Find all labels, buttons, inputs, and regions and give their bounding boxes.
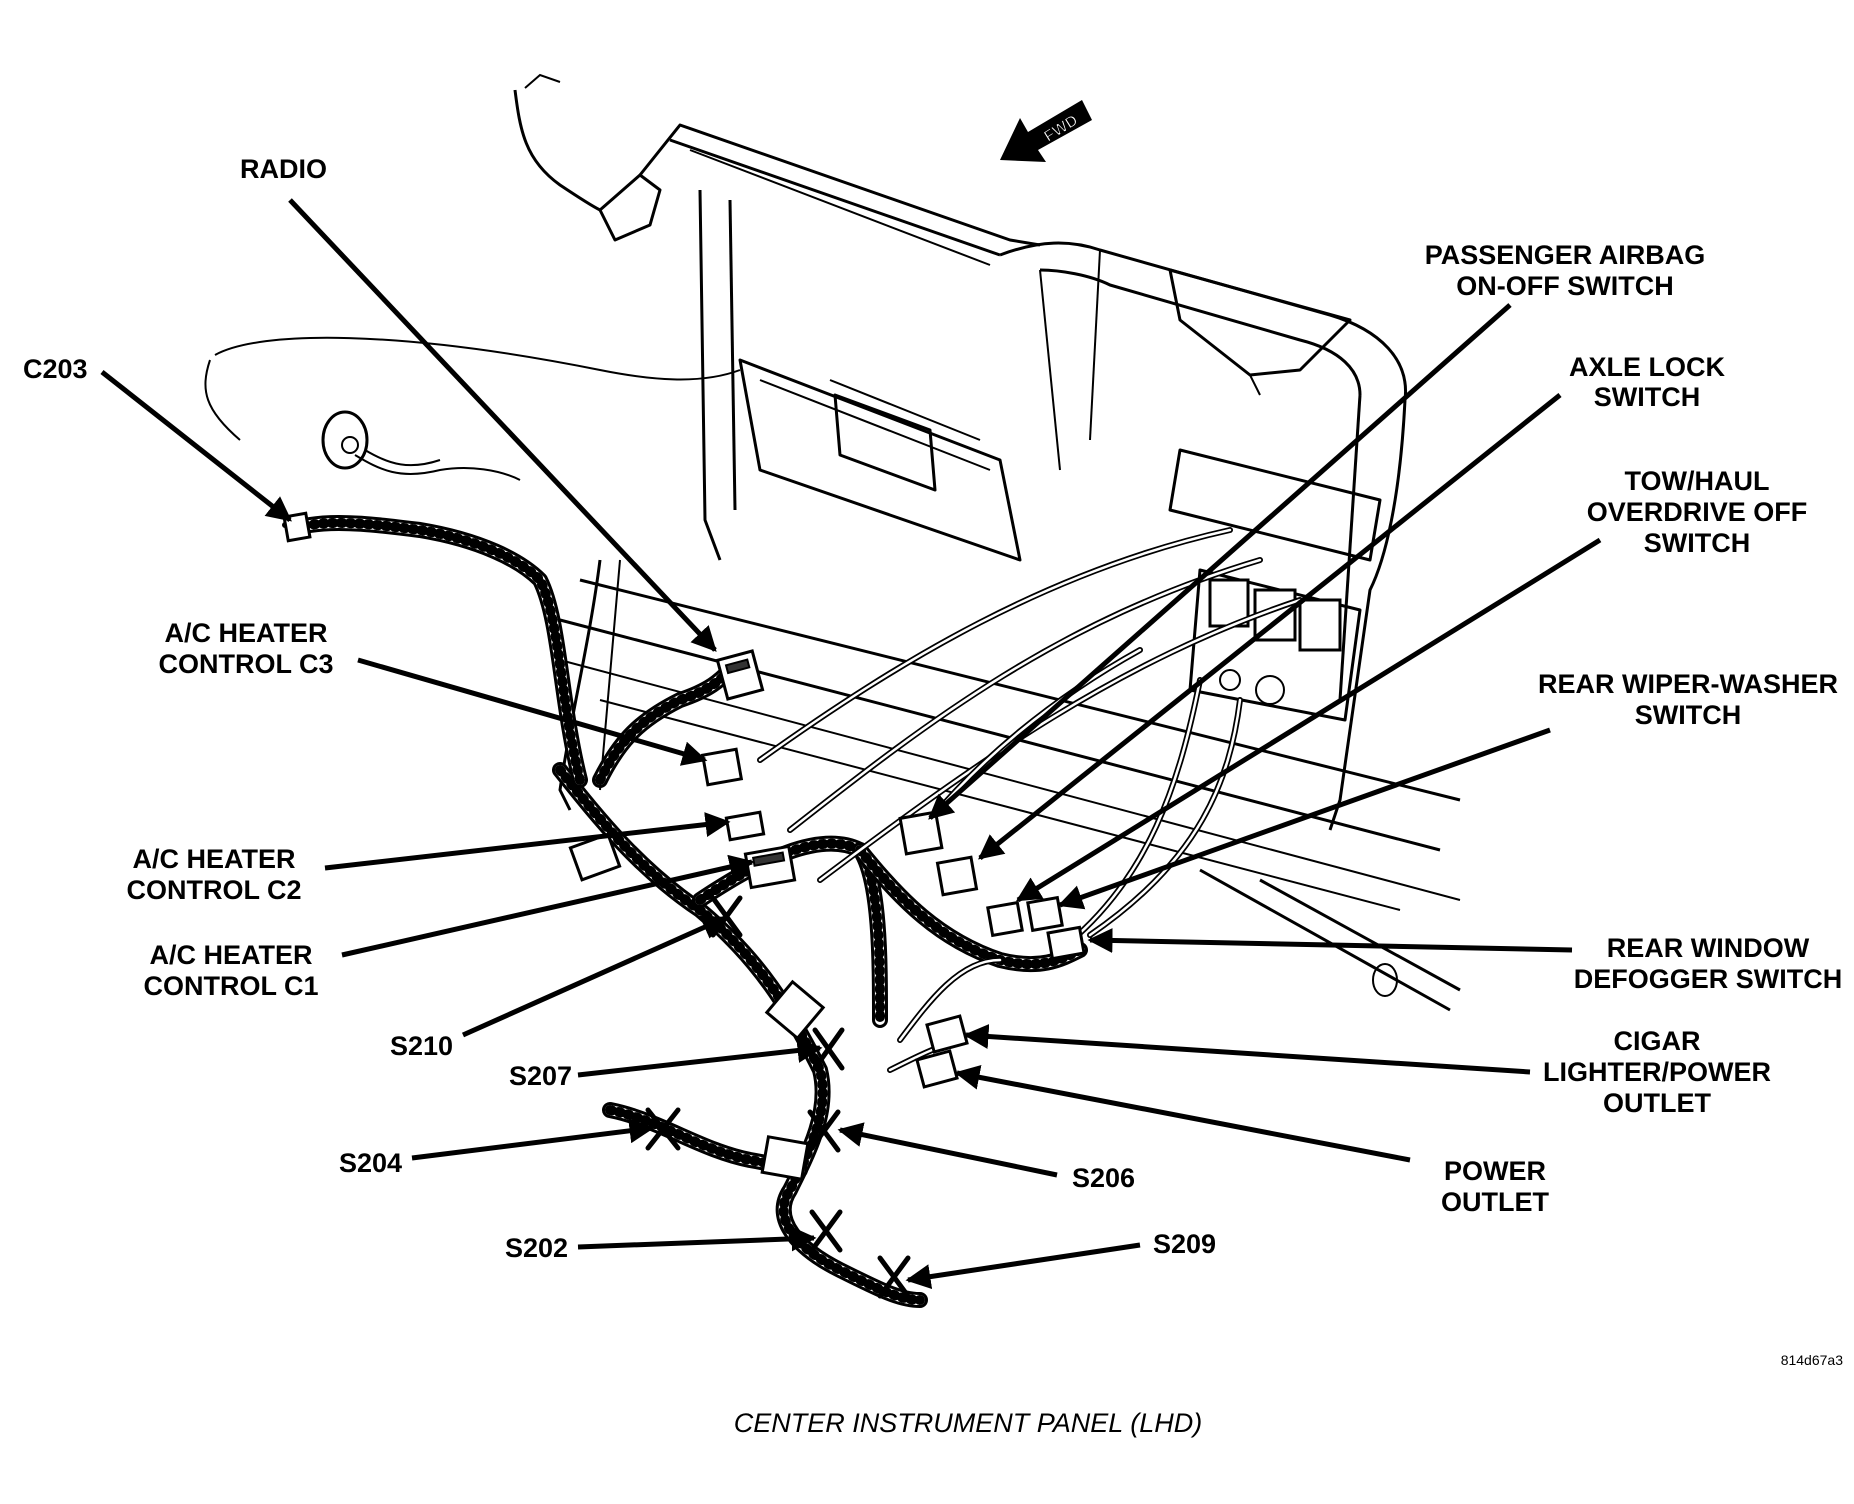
- label-cigar-line1: CIGAR: [1614, 1026, 1701, 1056]
- label-ac-c3-line1: A/C HEATER: [164, 618, 327, 648]
- label-rear-wiper-line2: SWITCH: [1635, 700, 1741, 730]
- label-ac-c2-line2: CONTROL C2: [126, 875, 301, 905]
- leader-cigar: [963, 1023, 1531, 1075]
- label-axle-lock-line2: SWITCH: [1594, 382, 1700, 412]
- callout-labels: RADIO C203 PASSENGER AIRBAG ON-OFF SWITC…: [23, 154, 1842, 1263]
- leader-lines: [100, 198, 1602, 1290]
- fwd-arrow: FWD: [1000, 100, 1092, 162]
- label-s209: S209: [1153, 1229, 1216, 1259]
- leader-s202: [577, 1226, 817, 1252]
- leader-s207: [577, 1038, 823, 1078]
- leader-tow-haul: [1015, 537, 1602, 903]
- label-rear-window-line1: REAR WINDOW: [1607, 933, 1810, 963]
- leader-s210: [461, 915, 728, 1038]
- label-ac-c1-line1: A/C HEATER: [149, 940, 312, 970]
- label-passenger-airbag-line2: ON-OFF SWITCH: [1456, 271, 1673, 301]
- x-mark-icon: [807, 1109, 841, 1153]
- arrow-left-icon: [1000, 100, 1092, 162]
- label-s202: S202: [505, 1233, 568, 1263]
- label-tow-haul-line2: OVERDRIVE OFF: [1587, 497, 1808, 527]
- leader-ac-c2: [324, 812, 731, 871]
- label-ac-c3-line2: CONTROL C3: [158, 649, 333, 679]
- leader-c203: [100, 370, 292, 522]
- leader-rear-wiper: [1057, 727, 1551, 910]
- label-rear-window-line2: DEFOGGER SWITCH: [1574, 964, 1843, 994]
- label-radio: RADIO: [240, 154, 327, 184]
- leader-s209: [905, 1242, 1141, 1290]
- leader-s206: [837, 1122, 1058, 1178]
- label-ac-c2-line1: A/C HEATER: [132, 844, 295, 874]
- label-tow-haul-line1: TOW/HAUL: [1625, 466, 1770, 496]
- figure-code: 814d67a3: [1781, 1352, 1844, 1368]
- label-power-outlet-line1: POWER: [1444, 1156, 1546, 1186]
- label-passenger-airbag-line1: PASSENGER AIRBAG: [1425, 240, 1706, 270]
- label-c203: C203: [23, 354, 88, 384]
- label-s204: S204: [339, 1148, 402, 1178]
- x-mark-icon: [877, 1255, 911, 1299]
- leader-ac-c3: [357, 657, 708, 766]
- label-tow-haul-line3: SWITCH: [1644, 528, 1750, 558]
- label-cigar-line2: LIGHTER/POWER: [1543, 1057, 1771, 1087]
- leader-s204: [411, 1118, 655, 1161]
- leader-axle-lock: [978, 393, 1562, 860]
- leader-passenger-airbag: [928, 303, 1512, 820]
- figure-caption: CENTER INSTRUMENT PANEL (LHD): [734, 1408, 1203, 1438]
- label-power-outlet-line2: OUTLET: [1441, 1187, 1549, 1217]
- label-s207: S207: [509, 1061, 572, 1091]
- label-s210: S210: [390, 1031, 453, 1061]
- leader-power-outlet: [954, 1064, 1411, 1163]
- x-mark-icon: [809, 1209, 843, 1253]
- splice-marks: [645, 895, 911, 1299]
- connectors: [282, 511, 1086, 1181]
- label-cigar-line3: OUTLET: [1603, 1088, 1711, 1118]
- wiring-harness: [282, 449, 1303, 1308]
- label-s206: S206: [1072, 1163, 1135, 1193]
- leader-ac-c1: [341, 854, 755, 958]
- label-axle-lock-line1: AXLE LOCK: [1569, 352, 1726, 382]
- leader-rear-window: [1087, 927, 1573, 953]
- label-rear-wiper-line1: REAR WIPER-WASHER: [1538, 669, 1838, 699]
- leader-radio: [288, 198, 717, 652]
- label-ac-c1-line2: CONTROL C1: [143, 971, 318, 1001]
